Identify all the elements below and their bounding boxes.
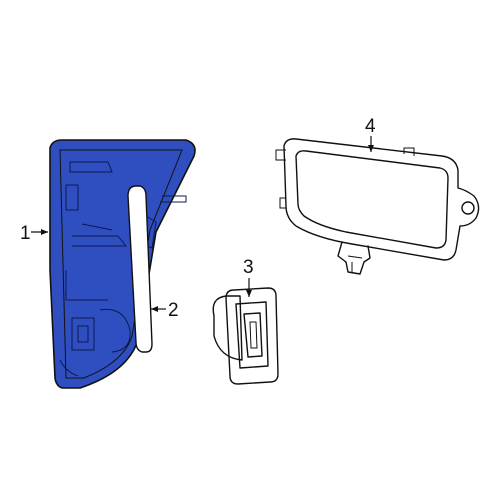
bracket-slot (243, 312, 263, 358)
lens-outer-frame (283, 138, 480, 261)
lens-bottom-connector (337, 241, 371, 275)
callout-label-1: 1 (20, 223, 31, 244)
callout-label-2: 2 (168, 300, 179, 321)
lens-connector-detail (347, 255, 363, 272)
bracket-rear-block (212, 295, 243, 361)
tail-lamp-housing-part-1[interactable] (49, 139, 196, 389)
gasket-strip (127, 185, 153, 353)
bracket-inner-frame (235, 301, 269, 369)
bracket-outer-plate (225, 287, 279, 385)
callout-3: 3 (243, 257, 254, 297)
lamp-lens-part-4[interactable] (275, 138, 480, 275)
tail-lamp-body (49, 139, 196, 389)
lamp-gasket-part-2[interactable] (127, 185, 153, 353)
tail-lamp-internal-details (59, 161, 187, 377)
lens-mounting-hole (461, 201, 475, 215)
callout-label-4: 4 (365, 116, 376, 137)
callout-4: 4 (365, 116, 376, 152)
callout-1: 1 (20, 223, 48, 244)
lamp-bracket-part-3[interactable] (212, 287, 279, 385)
bracket-slot-detail (249, 321, 258, 349)
lens-side-pin-lower (279, 197, 286, 209)
callout-label-3: 3 (243, 257, 254, 278)
callout-2: 2 (151, 300, 179, 321)
lens-top-tab (403, 147, 415, 156)
lens-side-pin-upper (275, 149, 286, 161)
lens-inner-panel (295, 150, 449, 249)
